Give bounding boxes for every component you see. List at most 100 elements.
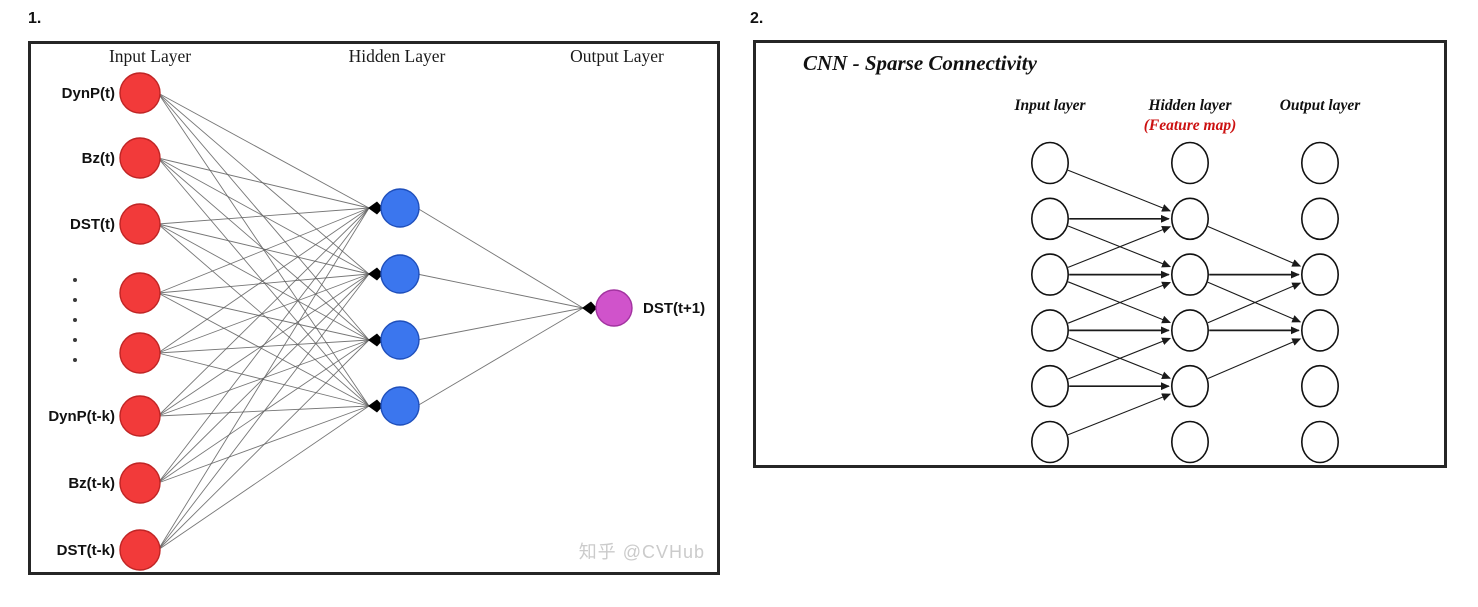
output-node	[1300, 141, 1339, 185]
arrowhead-icon	[368, 267, 383, 281]
input-node	[119, 332, 161, 374]
hidden-node	[380, 386, 420, 426]
arrowhead-icon	[368, 333, 383, 347]
input-hidden-edge	[157, 207, 370, 294]
input-node	[1030, 141, 1069, 185]
output-node	[1300, 420, 1339, 464]
hidden-node	[1170, 309, 1209, 352]
input-hidden-edge	[157, 405, 370, 551]
right-header-input-layer: Input layer	[1013, 97, 1086, 114]
output-node	[1300, 197, 1339, 241]
input-node	[1030, 197, 1069, 241]
hidden-node	[1170, 364, 1209, 408]
hidden-node	[380, 188, 420, 228]
input-node-label: DynP(t)	[62, 85, 115, 102]
hidden-node	[1170, 197, 1209, 241]
ann-diagram-svg: Input Layer Hidden Layer Output Layer Dy…	[48, 46, 705, 571]
input-node	[119, 395, 161, 437]
ellipsis-dot	[73, 338, 77, 342]
input-hidden-edge	[157, 223, 370, 341]
input-node	[119, 529, 161, 571]
ellipsis-dot	[73, 278, 77, 282]
edge-diagonal	[1207, 225, 1302, 267]
figure-2-index: 2.	[750, 10, 764, 27]
input-node-label: Bz(t-k)	[68, 475, 115, 492]
input-node	[119, 72, 161, 114]
ann-diagram-panel: Input Layer Hidden Layer Output Layer Dy…	[28, 41, 720, 575]
input-node	[1030, 309, 1069, 352]
cnn-title: CNN - Sparse Connectivity	[803, 51, 1038, 75]
ellipsis-dot	[73, 298, 77, 302]
cnn-sparse-diagram-svg: CNN - Sparse Connectivity Input layer Hi…	[803, 51, 1361, 464]
input-node-label: Bz(t)	[82, 150, 115, 167]
input-hidden-edge	[157, 339, 370, 354]
left-header-output-layer: Output Layer	[570, 46, 664, 66]
input-node-label: DST(t)	[70, 216, 115, 233]
input-hidden-edge	[157, 339, 370, 551]
output-node	[1300, 253, 1339, 296]
input-node-label: DST(t-k)	[57, 542, 115, 559]
output-node	[595, 289, 633, 327]
edge-diagonal	[1207, 338, 1302, 380]
output-node-label: DST(t+1)	[643, 300, 705, 317]
node-layer	[1030, 141, 1339, 464]
edge-layer	[157, 92, 597, 551]
input-hidden-edge	[157, 92, 370, 209]
input-hidden-edge	[157, 92, 370, 275]
arrowhead-icon	[368, 201, 383, 215]
edge-layer	[1067, 169, 1302, 436]
left-header-input-layer: Input Layer	[109, 46, 191, 66]
hidden-node	[1170, 141, 1209, 185]
hidden-output-edge	[416, 307, 584, 407]
right-header-output-layer: Output layer	[1280, 97, 1361, 114]
output-node	[1300, 309, 1339, 352]
hidden-node	[380, 320, 420, 360]
input-node	[1030, 364, 1069, 408]
input-hidden-edge	[157, 292, 370, 341]
hidden-output-edge	[416, 307, 584, 341]
hidden-node	[1170, 420, 1209, 464]
edge-diagonal	[1207, 281, 1302, 323]
edge-diagonal	[1067, 169, 1171, 212]
input-hidden-edge	[157, 223, 370, 407]
input-node	[1030, 420, 1069, 464]
edge-diagonal	[1067, 225, 1171, 268]
watermark: 知乎 @CVHub	[579, 542, 705, 562]
hidden-output-edge	[416, 273, 584, 309]
hidden-node	[1170, 253, 1209, 296]
feature-map-sublabel: (Feature map)	[1144, 117, 1237, 134]
edge-diagonal	[1067, 281, 1171, 324]
arrowhead-icon	[582, 301, 597, 315]
input-hidden-edge	[157, 207, 370, 354]
edge-diagonal	[1067, 337, 1171, 380]
hidden-output-edge	[416, 207, 584, 309]
right-header-hidden-layer: Hidden layer	[1147, 97, 1232, 114]
edge-diagonal	[1067, 393, 1171, 436]
left-header-hidden-layer: Hidden Layer	[349, 46, 446, 66]
input-node	[119, 272, 161, 314]
node-layer	[73, 72, 633, 571]
arrowhead-icon	[368, 399, 383, 413]
input-node	[119, 203, 161, 245]
hidden-node	[380, 254, 420, 294]
input-hidden-edge	[157, 292, 370, 407]
edge-diagonal	[1067, 281, 1171, 324]
edge-diagonal	[1207, 282, 1302, 324]
input-node	[1030, 253, 1069, 296]
input-hidden-edge	[157, 207, 370, 484]
input-hidden-edge	[157, 207, 370, 551]
output-node	[1300, 364, 1339, 408]
input-node-label: DynP(t-k)	[48, 408, 115, 425]
edge-diagonal	[1067, 337, 1171, 380]
input-node	[119, 137, 161, 179]
input-hidden-edge	[157, 207, 370, 225]
input-hidden-edge	[157, 273, 370, 551]
cnn-sparse-panel: CNN - Sparse Connectivity Input layer Hi…	[753, 40, 1447, 468]
ellipsis-dot	[73, 318, 77, 322]
input-node	[119, 462, 161, 504]
figure-1-index: 1.	[28, 10, 42, 27]
input-hidden-edge	[157, 273, 370, 354]
input-hidden-edge	[157, 273, 370, 294]
ellipsis-dot	[73, 358, 77, 362]
